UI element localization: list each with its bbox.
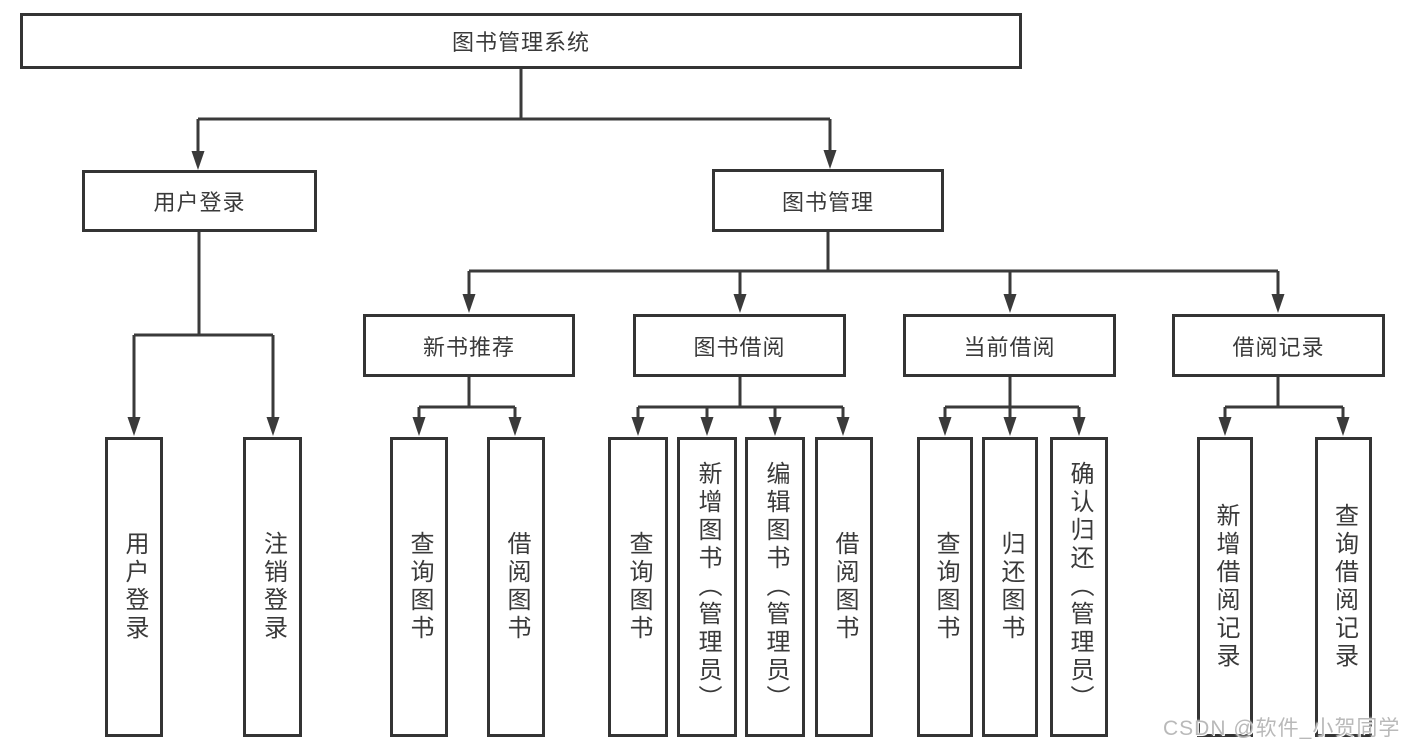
leaf-bb-add-book-label: 新增图书（管理员） — [694, 461, 721, 713]
leaf-cb-return-book-label: 归还图书 — [997, 531, 1024, 643]
csdn-watermark: CSDN @软件_小贺同学 — [1163, 717, 1401, 740]
leaf-nb-borrow-book-box: 借阅图书 — [487, 437, 545, 737]
leaf-br-query-record-box: 查询借阅记录 — [1315, 437, 1372, 737]
node-book-borrow-box: 图书借阅 — [633, 314, 846, 377]
leaf-nb-query-book-label: 查询图书 — [406, 531, 433, 643]
leaf-bb-query-book-label: 查询图书 — [625, 531, 652, 643]
node-root-label: 图书管理系统 — [451, 30, 590, 55]
leaf-user-login-box: 用户登录 — [105, 437, 163, 737]
node-new-book-recommend-label: 新书推荐 — [422, 334, 515, 360]
leaf-cb-confirm-return-box: 确认归还（管理员） — [1050, 437, 1108, 737]
node-user-login-label: 用户登录 — [153, 190, 246, 215]
leaf-br-query-record-label: 查询借阅记录 — [1330, 503, 1358, 671]
leaf-bb-edit-book-label: 编辑图书（管理员） — [762, 461, 789, 713]
leaf-logout-label: 注销登录 — [259, 531, 287, 643]
leaf-bb-query-book-box: 查询图书 — [608, 437, 668, 737]
node-book-management-box: 图书管理 — [712, 169, 944, 232]
leaf-br-add-record-box: 新增借阅记录 — [1197, 437, 1253, 737]
node-book-borrow-label: 图书借阅 — [693, 334, 786, 360]
node-root-box: 图书管理系统 — [20, 13, 1022, 69]
leaf-bb-edit-book-box: 编辑图书（管理员） — [745, 437, 805, 737]
leaf-cb-return-book-box: 归还图书 — [982, 437, 1038, 737]
node-new-book-recommend-box: 新书推荐 — [363, 314, 575, 377]
leaf-br-add-record-label: 新增借阅记录 — [1212, 503, 1239, 671]
node-current-borrow-box: 当前借阅 — [903, 314, 1116, 377]
leaf-cb-confirm-return-label: 确认归还（管理员） — [1066, 461, 1093, 713]
leaf-cb-query-book-label: 查询图书 — [932, 531, 959, 643]
node-book-management-label: 图书管理 — [781, 189, 874, 215]
leaf-cb-query-book-box: 查询图书 — [917, 437, 973, 737]
leaf-bb-add-book-box: 新增图书（管理员） — [677, 437, 737, 737]
leaf-bb-borrow-book-box: 借阅图书 — [815, 437, 873, 737]
leaf-logout-box: 注销登录 — [243, 437, 302, 737]
node-borrow-records-label: 借阅记录 — [1232, 334, 1325, 360]
leaf-nb-borrow-book-label: 借阅图书 — [503, 531, 530, 643]
node-current-borrow-label: 当前借阅 — [963, 334, 1056, 360]
node-borrow-records-box: 借阅记录 — [1172, 314, 1385, 377]
node-user-login-box: 用户登录 — [82, 170, 317, 232]
leaf-nb-query-book-box: 查询图书 — [390, 437, 448, 737]
leaf-bb-borrow-book-label: 借阅图书 — [831, 531, 858, 643]
leaf-user-login-label: 用户登录 — [121, 531, 148, 643]
